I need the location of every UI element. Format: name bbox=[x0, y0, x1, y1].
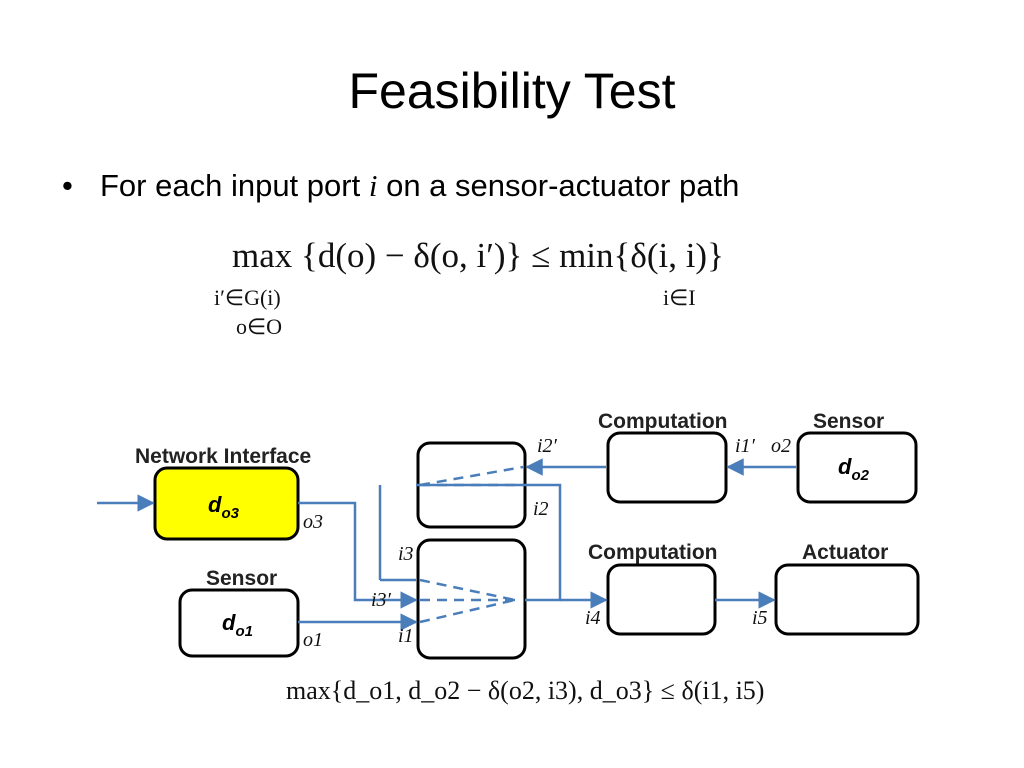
bottom-formula: max{d_o1, d_o2 − δ(o2, i3), d_o3} ≤ δ(i1… bbox=[286, 676, 765, 705]
formula-body-left: {d(o) − δ(o, i′)} bbox=[301, 236, 523, 275]
slide-title: Feasibility Test bbox=[348, 63, 676, 119]
port-o1: o1 bbox=[303, 629, 323, 651]
bullet-symbol: • bbox=[62, 168, 73, 203]
bullet-text-after: on a sensor-actuator path bbox=[386, 168, 740, 203]
formula-min-sub: i∈I bbox=[663, 285, 696, 310]
network-interface-box bbox=[153, 466, 300, 541]
port-i2p: i2′ bbox=[537, 435, 558, 457]
d-o2-text: do2 bbox=[838, 454, 870, 484]
port-i3: i3 bbox=[398, 543, 414, 565]
formula-max-sub-2: o∈O bbox=[236, 314, 283, 339]
label-computation-mid: Computation bbox=[588, 541, 717, 564]
port-i2: i2 bbox=[533, 498, 549, 520]
label-sensor-left: Sensor bbox=[206, 567, 277, 590]
port-i5: i5 bbox=[752, 607, 768, 629]
actuator-box bbox=[774, 563, 920, 636]
bullet-variable: i bbox=[368, 168, 378, 203]
bullet-text-before: For each input port bbox=[100, 168, 361, 203]
label-sensor-right: Sensor bbox=[813, 410, 884, 433]
formula-max: max bbox=[232, 236, 293, 275]
port-i1p: i1′ bbox=[735, 435, 756, 457]
computation-mid-box bbox=[606, 563, 717, 636]
bullet-item: • For each input port i on a sensor-actua… bbox=[62, 168, 739, 204]
formula-min: min bbox=[559, 236, 614, 275]
label-computation-top: Computation bbox=[598, 410, 727, 433]
label-network-interface: Network Interface bbox=[135, 445, 311, 468]
port-i3p: i3′ bbox=[371, 589, 392, 611]
d-o1-text: do1 bbox=[222, 610, 253, 640]
port-i4: i4 bbox=[585, 607, 601, 629]
o3-wire bbox=[298, 501, 418, 609]
formula-max-sub-1: i′∈G(i) bbox=[214, 285, 281, 310]
formula-body-right: {δ(i, i)} bbox=[613, 236, 724, 275]
port-i1: i1 bbox=[398, 625, 414, 647]
d-o3-text: do3 bbox=[208, 492, 240, 522]
main-formula: max {d(o) − δ(o, i′)} ≤ min{δ(i, i)} bbox=[232, 236, 724, 276]
port-o3: o3 bbox=[303, 511, 323, 533]
label-actuator: Actuator bbox=[802, 541, 888, 564]
sensor-right-box bbox=[796, 431, 918, 504]
formula-relation: ≤ bbox=[531, 236, 551, 275]
port-o2: o2 bbox=[771, 435, 791, 457]
computation-top-box bbox=[606, 431, 728, 504]
dash-top-1 bbox=[419, 465, 524, 487]
